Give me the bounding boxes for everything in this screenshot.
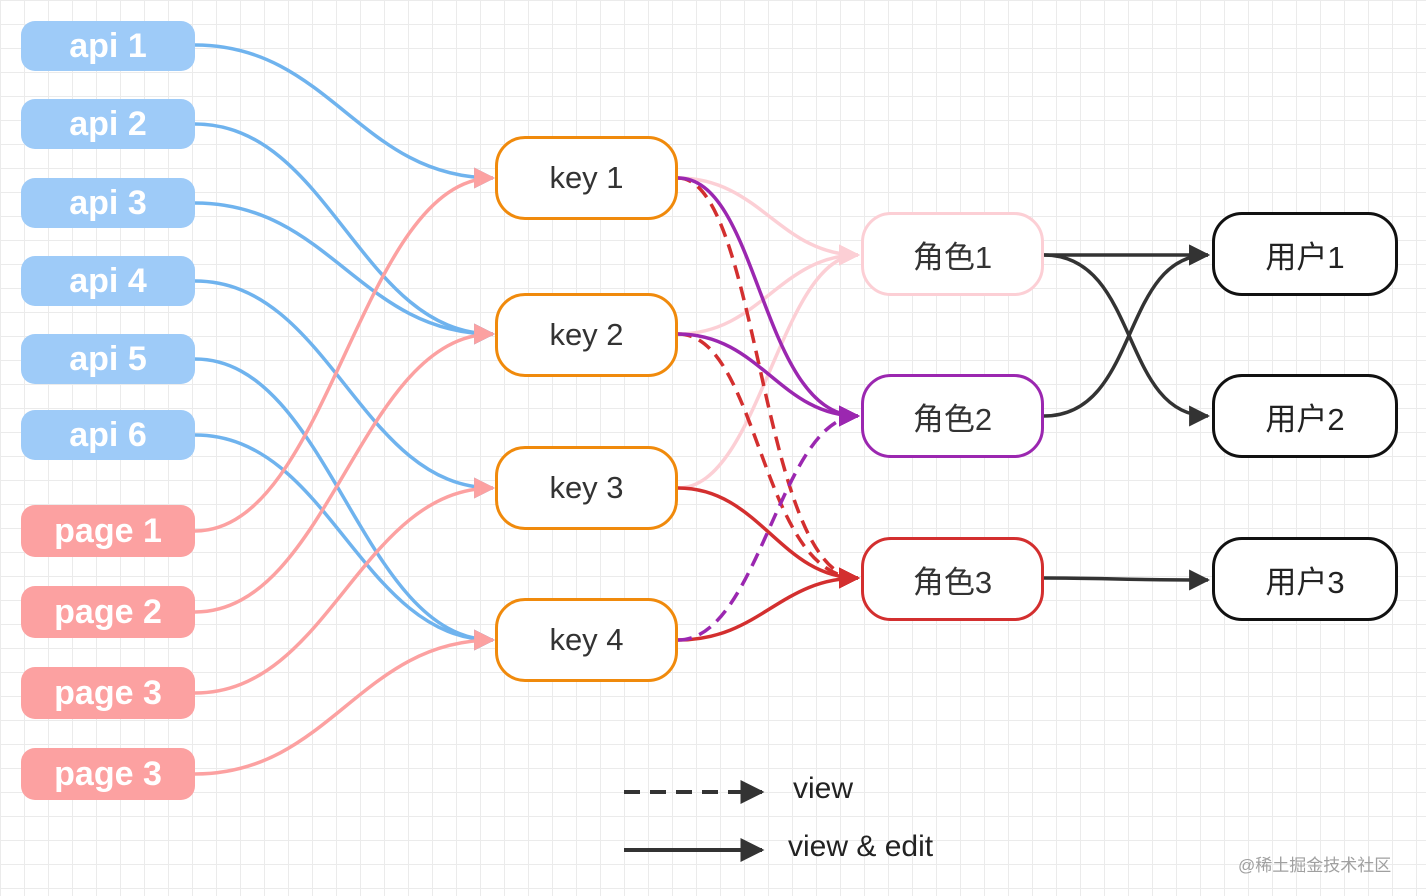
key-node-1: key 1 [495, 136, 678, 220]
key-node-4: key 4 [495, 598, 678, 682]
page-node-3: page 3 [21, 667, 195, 719]
edge-api5-key4 [194, 357, 496, 651]
edge-key4-role3 [677, 567, 861, 642]
edge-page3-key3 [194, 477, 496, 695]
edge-role1-user2 [1043, 253, 1211, 427]
edge-role2-user1 [1043, 244, 1211, 418]
key-node-2: key 2 [495, 293, 678, 377]
edge-key2-role3 [677, 332, 861, 589]
legend-view-edit-label: view & edit [788, 830, 934, 863]
edge-api3-key2 [194, 201, 496, 345]
user-node-1: 用户1 [1212, 212, 1398, 296]
edge-key1-role3 [677, 176, 861, 589]
api-node-4: api 4 [21, 256, 195, 306]
edge-api6-key4 [194, 433, 496, 651]
api-node-2: api 2 [21, 99, 195, 149]
api-node-1: api 1 [21, 21, 195, 71]
edge-page3b-key4 [194, 629, 496, 776]
edge-role3-user3 [1043, 569, 1211, 591]
edge-key3-role3 [677, 486, 861, 589]
user-node-2: 用户2 [1212, 374, 1398, 458]
role-node-1: 角色1 [861, 212, 1044, 296]
edge-api4-key3 [194, 279, 496, 499]
key-node-3: key 3 [495, 446, 678, 530]
api-node-5: api 5 [21, 334, 195, 384]
edge-key4-role2 [677, 405, 861, 642]
page-node-4: page 3 [21, 748, 195, 800]
page-node-2: page 2 [21, 586, 195, 638]
edge-key1-role2 [677, 176, 861, 427]
user-node-3: 用户3 [1212, 537, 1398, 621]
edge-api2-key2 [194, 122, 496, 345]
api-node-6: api 6 [21, 410, 195, 460]
edge-page1-key1 [194, 167, 496, 533]
edge-key3-role1 [677, 244, 861, 490]
legend-view-label: view [793, 772, 854, 805]
edge-key2-role1 [677, 244, 861, 336]
edge-key1-role1 [677, 176, 861, 266]
edge-page2-key2 [194, 323, 496, 614]
edge-key2-role2 [677, 332, 861, 427]
role-node-3: 角色3 [861, 537, 1044, 621]
page-node-1: page 1 [21, 505, 195, 557]
api-node-3: api 3 [21, 178, 195, 228]
edge-api1-key1 [194, 43, 496, 189]
role-node-2: 角色2 [861, 374, 1044, 458]
watermark: @稀土掘金技术社区 [1238, 856, 1392, 875]
